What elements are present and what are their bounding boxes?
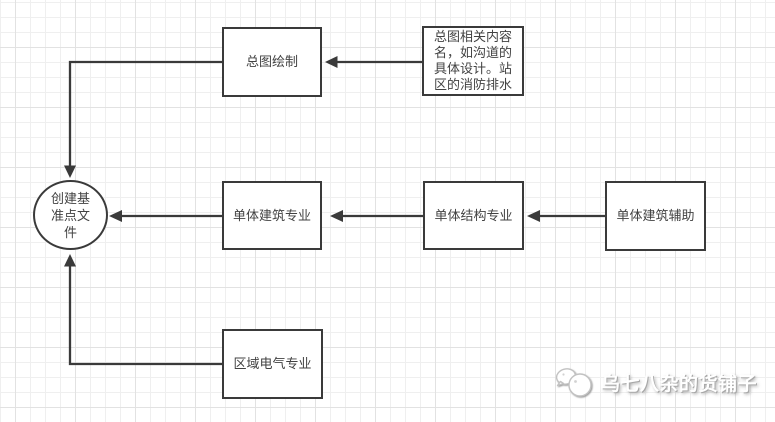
node-zongtu-note[interactable]: 总图相关内容名，如沟道的具体设计。站区的消防排水 bbox=[422, 26, 524, 96]
node-label: 总图相关内容名，如沟道的具体设计。站区的消防排水 bbox=[433, 29, 512, 92]
watermark: 乌七八杂的货铺子 bbox=[554, 366, 757, 398]
connector-danti-jiegou-to-danti-jianzhu[interactable] bbox=[330, 210, 423, 222]
node-danti-fuzhu[interactable]: 单体建筑辅助 bbox=[605, 181, 706, 251]
watermark-text: 乌七八杂的货铺子 bbox=[601, 373, 758, 395]
node-label: 区域电气专业 bbox=[233, 356, 312, 371]
node-start-circle[interactable]: 创建基准点文件 bbox=[33, 180, 108, 250]
node-label: 总图绘制 bbox=[245, 54, 298, 69]
connector-note-to-zongtu-huizhi[interactable] bbox=[325, 56, 422, 68]
node-label: 单体结构专业 bbox=[434, 207, 513, 223]
node-danti-jianzhu[interactable]: 单体建筑专业 bbox=[222, 181, 322, 250]
connector-danti-jianzhu-to-start[interactable] bbox=[109, 210, 222, 222]
node-zongtu-huizhi[interactable]: 总图绘制 bbox=[222, 27, 322, 97]
connector-quyu-dianqi-to-start[interactable] bbox=[64, 254, 222, 366]
connector-zongtu-huizhi-to-start[interactable] bbox=[64, 60, 222, 178]
node-danti-jiegou[interactable]: 单体结构专业 bbox=[423, 181, 524, 250]
chat-bubbles-logo-icon bbox=[555, 368, 592, 397]
connector-danti-fuzhu-to-danti-jiegou[interactable] bbox=[527, 210, 605, 222]
node-label: 创建基准点文件 bbox=[50, 190, 90, 240]
node-label: 单体建筑辅助 bbox=[616, 208, 695, 223]
node-label: 单体建筑专业 bbox=[232, 207, 311, 223]
node-quyu-dianqi[interactable]: 区域电气专业 bbox=[222, 329, 323, 399]
